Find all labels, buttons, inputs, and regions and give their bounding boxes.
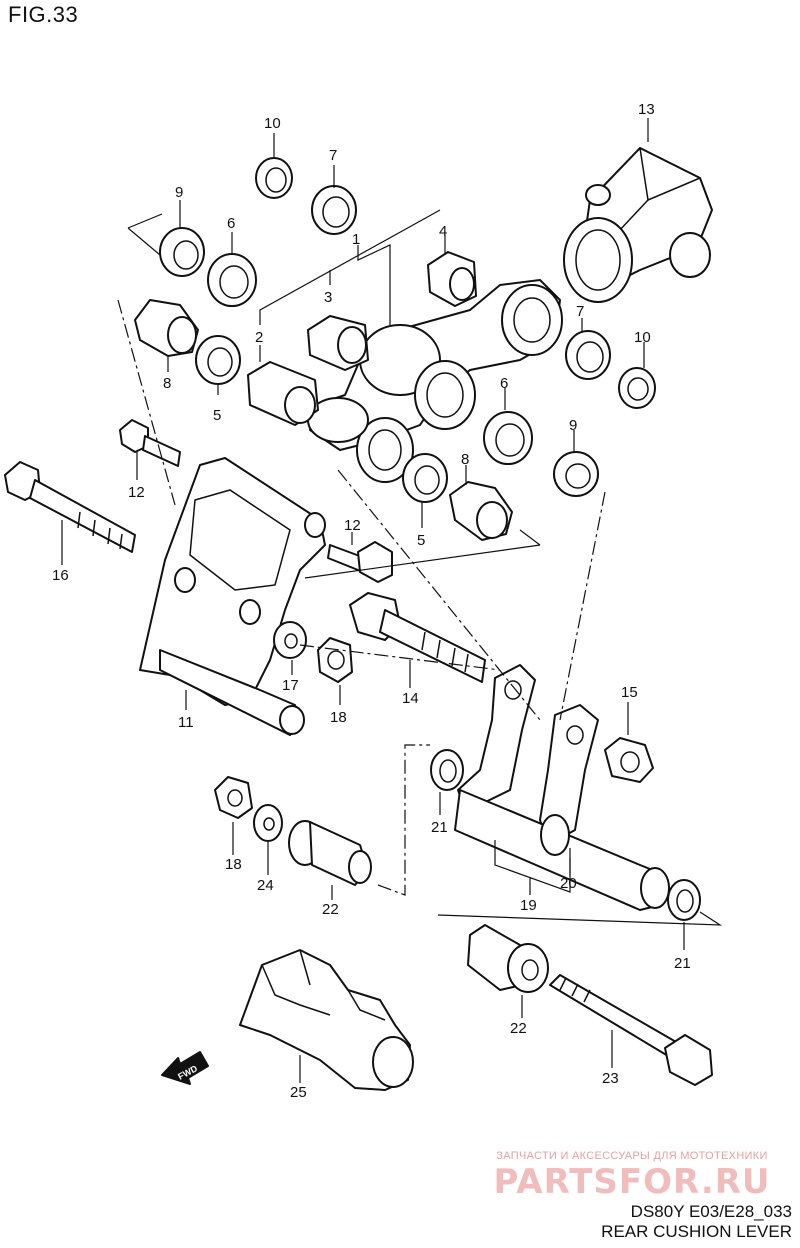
callout-20: 20 xyxy=(560,875,577,892)
part-18-nut-lower xyxy=(214,776,253,819)
watermark-brand: PARTSFOR.RU xyxy=(493,1162,771,1202)
figure-caption: REAR CUSHION LEVER xyxy=(601,1222,792,1241)
callout-17: 17 xyxy=(282,677,299,694)
part-17-washer xyxy=(273,621,307,659)
part-21-washer-lower xyxy=(667,879,701,921)
callout-2: 2 xyxy=(255,329,263,346)
part-10-washer-top xyxy=(255,157,293,199)
part-12-bolt-upper xyxy=(119,419,181,467)
figure-footer: DS80Y E03/E28_033 REAR CUSHION LEVER xyxy=(601,1202,792,1242)
part-16-bolt xyxy=(4,461,136,553)
part-5-seal-right xyxy=(402,453,448,503)
callout-9: 9 xyxy=(175,184,183,201)
callout-8: 8 xyxy=(461,451,469,468)
callout-18: 18 xyxy=(330,709,347,726)
callout-7: 7 xyxy=(329,147,337,164)
callout-25: 25 xyxy=(290,1084,307,1101)
callout-22: 22 xyxy=(322,901,339,918)
watermark: ЗАПЧАСТИ И АКСЕССУАРЫ ДЛЯ МОТОТЕХНИКИ PA… xyxy=(482,1150,782,1202)
part-18-nut-upper xyxy=(317,637,353,683)
part-4-bearing xyxy=(427,251,477,307)
part-8-collar-right xyxy=(449,481,513,541)
part-21-washer-upper xyxy=(430,749,464,791)
part-15-nut xyxy=(604,737,654,783)
part-8-collar-left xyxy=(134,299,199,357)
callout-13: 13 xyxy=(638,101,655,118)
callout-5: 5 xyxy=(213,407,221,424)
callout-18: 18 xyxy=(225,856,242,873)
callout-23: 23 xyxy=(602,1070,619,1087)
part-9-washer-left xyxy=(159,227,205,277)
callout-22: 22 xyxy=(510,1020,527,1037)
callout-1: 1 xyxy=(352,231,360,248)
part-6-seal-right xyxy=(483,411,533,465)
part-22-collar-upper xyxy=(288,820,372,886)
part-22-collar-lower xyxy=(467,924,549,993)
part-23-bolt xyxy=(549,974,713,1086)
part-10-washer-right xyxy=(618,367,656,409)
part-24-washer xyxy=(253,804,283,842)
part-12-bolt-middle xyxy=(327,541,393,583)
part-14-bolt xyxy=(349,592,486,683)
callout-8: 8 xyxy=(163,375,171,392)
callout-21: 21 xyxy=(674,955,691,972)
callout-11: 11 xyxy=(178,714,194,731)
callout-9: 9 xyxy=(569,417,577,434)
part-19-cushion-rod xyxy=(454,664,666,911)
callout-12: 12 xyxy=(344,517,361,534)
part-3-bearing xyxy=(307,315,369,371)
watermark-subtitle: ЗАПЧАСТИ И АКСЕССУАРЫ ДЛЯ МОТОТЕХНИКИ xyxy=(496,1150,768,1162)
model-code: DS80Y E03/E28_033 xyxy=(630,1202,792,1221)
callout-14: 14 xyxy=(402,690,419,707)
callout-6: 6 xyxy=(500,375,508,392)
callout-24: 24 xyxy=(257,877,274,894)
part-13-cushion-boot xyxy=(563,147,713,303)
leader-lines xyxy=(61,118,723,1083)
figure-label: FIG.33 xyxy=(8,2,79,27)
callout-3: 3 xyxy=(324,289,332,306)
part-7-seal-right xyxy=(565,330,611,380)
callout-15: 15 xyxy=(621,684,638,701)
callout-7: 7 xyxy=(576,303,584,320)
part-25-cover xyxy=(239,949,414,1091)
callout-21: 21 xyxy=(431,819,448,836)
part-7-seal-top xyxy=(311,185,357,235)
part-11-bracket xyxy=(139,457,326,736)
fwd-arrow-icon: FWD xyxy=(161,1051,209,1085)
callout-10: 10 xyxy=(634,329,651,346)
part-2-spacer xyxy=(247,361,319,426)
callout-10: 10 xyxy=(264,115,281,132)
callout-6: 6 xyxy=(227,215,235,232)
callout-4: 4 xyxy=(439,223,447,240)
part-6-seal-left xyxy=(207,253,257,307)
callout-numbers: 1 2 3 4 5 5 6 6 7 7 8 8 9 9 10 10 11 12 … xyxy=(52,101,691,1101)
callout-16: 16 xyxy=(52,567,69,584)
part-20-spacer xyxy=(540,814,670,909)
part-5-seal-left xyxy=(195,335,241,385)
part-9-washer-right xyxy=(553,451,599,497)
callout-5: 5 xyxy=(417,532,425,549)
part-1-cushion-lever xyxy=(307,279,563,483)
callout-12: 12 xyxy=(128,484,145,501)
callout-19: 19 xyxy=(520,897,537,914)
